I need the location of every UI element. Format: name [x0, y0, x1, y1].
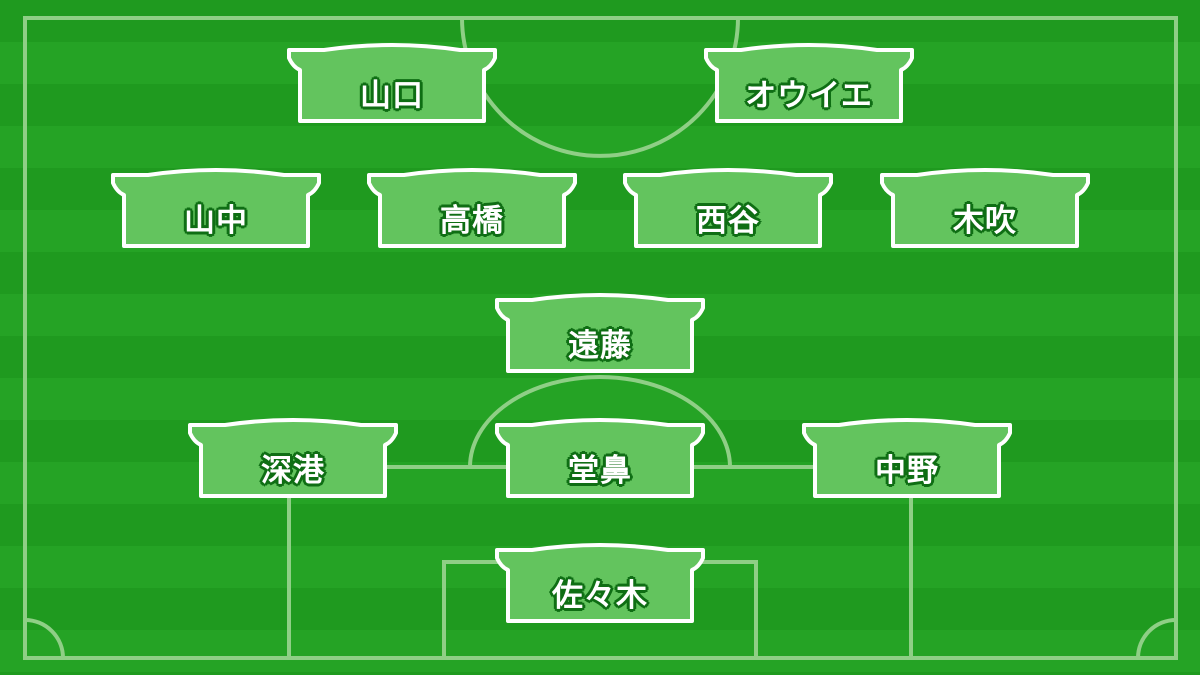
- shirt-icon: [704, 43, 914, 123]
- player-name: 中野: [875, 452, 939, 489]
- player-name: 西谷: [696, 202, 760, 239]
- corner-arc-left: [24, 618, 65, 659]
- shirt-icon: [880, 168, 1090, 248]
- penalty-arc: [468, 375, 732, 468]
- player-takahashi: 高橋: [366, 168, 578, 252]
- player-kibuki: 木吹: [879, 168, 1091, 252]
- player-name: 佐々木: [552, 577, 648, 614]
- player-name: 山中: [184, 202, 248, 239]
- player-name: 遠藤: [568, 327, 632, 364]
- player-yamaguchi: 山口: [286, 43, 498, 127]
- shirt-icon: [111, 168, 321, 248]
- shirt-icon: [188, 418, 398, 498]
- shirt-icon: [367, 168, 577, 248]
- player-endo: 遠藤: [494, 293, 706, 377]
- player-name: 堂鼻: [568, 452, 632, 489]
- player-fukaminato: 深港: [187, 418, 399, 502]
- center-circle-arc: [460, 17, 740, 158]
- player-name: 高橋: [440, 202, 504, 239]
- shirt-icon: [495, 418, 705, 498]
- player-name: 山口: [360, 77, 424, 114]
- player-name: 深港: [261, 452, 325, 489]
- player-name: オウイエ: [745, 77, 873, 114]
- shirt-icon: [623, 168, 833, 248]
- player-nishitani: 西谷: [622, 168, 834, 252]
- player-nakano: 中野: [801, 418, 1013, 502]
- pitch-boundary: [23, 16, 1178, 660]
- player-yamanaka: 山中: [110, 168, 322, 252]
- corner-arc-right: [1136, 618, 1177, 659]
- shirt-icon: [287, 43, 497, 123]
- player-sasaki: 佐々木: [494, 543, 706, 627]
- shirt-icon: [802, 418, 1012, 498]
- player-name: 木吹: [953, 202, 1017, 239]
- player-oui: オウイエ: [703, 43, 915, 127]
- shirt-icon: [495, 543, 705, 623]
- player-douhana: 堂鼻: [494, 418, 706, 502]
- shirt-icon: [495, 293, 705, 373]
